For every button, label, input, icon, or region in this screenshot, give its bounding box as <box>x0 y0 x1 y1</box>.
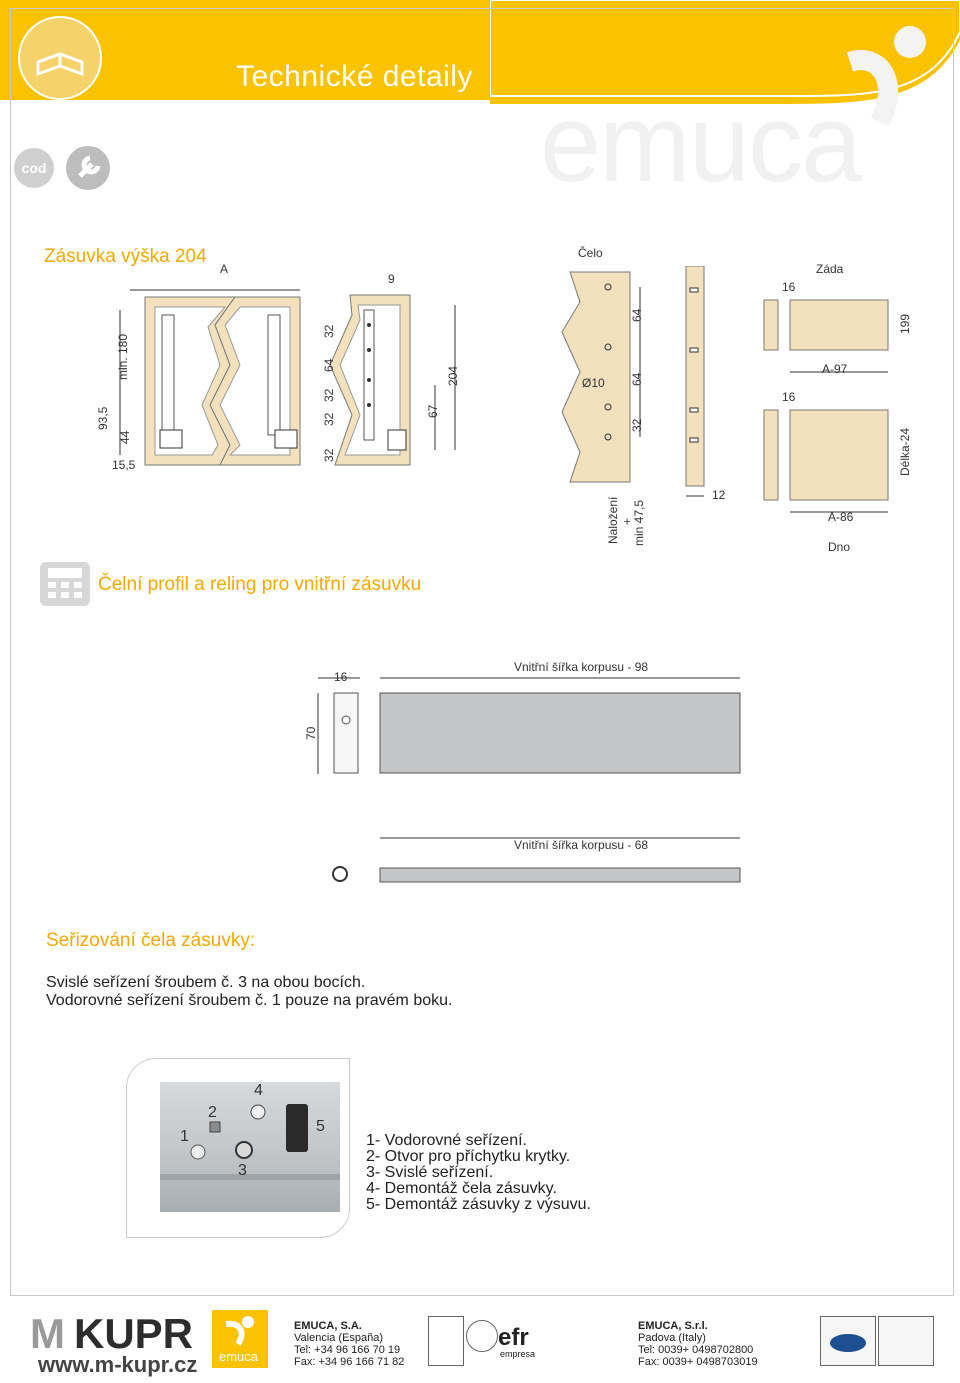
dim-a-86: A-86 <box>828 510 854 524</box>
label-celo: Čelo <box>578 246 603 260</box>
photo-label-4: 4 <box>254 1082 263 1099</box>
srl-city: Padova (Italy) <box>638 1332 706 1344</box>
sa-name: EMUCA, S.A. <box>294 1320 362 1332</box>
drawer-cross-section <box>119 289 456 466</box>
photo-label-5: 5 <box>316 1118 325 1135</box>
photo-label-2: 2 <box>208 1104 217 1121</box>
photo-frame <box>126 1058 350 1238</box>
iqnet-cert-logo <box>466 1320 498 1352</box>
dim-a: A <box>220 262 229 276</box>
sa-fax: Fax: +34 96 166 71 82 <box>294 1356 405 1368</box>
width-label-68: Vnitřní šířka korpusu - 68 <box>514 838 649 852</box>
legend-item-3: 3- Svislé seřízení. <box>366 1164 494 1181</box>
srl-fax: Fax: 0039+ 0498703019 <box>638 1356 758 1368</box>
kupr-logo-text: KUPR <box>74 1310 194 1357</box>
side-panel-drawing <box>685 266 705 497</box>
adjustment-photo <box>160 1082 340 1212</box>
back-bottom-drawing <box>763 299 889 513</box>
kupr-logo-m: M <box>30 1310 65 1357</box>
srl-name: EMUCA, S.r.l. <box>638 1320 708 1332</box>
label-zada: Záda <box>816 262 844 276</box>
label-dno: Dno <box>828 540 851 554</box>
sa-city: Valencia (España) <box>294 1332 384 1344</box>
dim-a-97: A-97 <box>822 362 848 376</box>
calculator-icon <box>40 562 90 606</box>
emuca-logo: emuca <box>212 1310 268 1368</box>
section-title-drawer: Zásuvka výška 204 <box>44 246 207 267</box>
legend-item-5: 5- Demontáž zásuvky z výsuvu. <box>366 1196 591 1213</box>
kupr-url[interactable]: www.m-kupr.cz <box>38 1352 198 1377</box>
photo-label-3: 3 <box>238 1162 247 1179</box>
section-title-adjust: Seřizování čela zásuvky: <box>46 930 256 951</box>
certiquality-logo <box>878 1316 934 1366</box>
front-profile-drawing <box>317 677 741 883</box>
legend-item-1: 1- Vodorovné seřízení. <box>366 1132 527 1149</box>
efr-sub: empresa <box>500 1349 536 1359</box>
page-title: Technické detaily <box>236 60 473 93</box>
emuca-swirl-icon <box>846 26 926 127</box>
photo-label-1: 1 <box>180 1128 189 1145</box>
iso-cert-logo <box>820 1316 876 1366</box>
width-label-98: Vnitřní šířka korpusu - 98 <box>514 660 649 674</box>
brand-title: VANTAGE <box>511 60 650 93</box>
sa-tel: Tel: +34 96 166 70 19 <box>294 1344 401 1356</box>
dim-9: 9 <box>388 272 395 286</box>
legend-item-2: 2- Otvor pro příchytku krytky. <box>366 1148 571 1165</box>
dim-16-b: 16 <box>782 390 796 404</box>
emuca-watermark: emuca <box>540 82 862 205</box>
section-title-profile: Čelní profil a reling pro vnitřní zásuvk… <box>98 574 422 595</box>
dim-12: 12 <box>712 488 726 502</box>
adjust-line-2: Vodorovné seřízení šroubem č. 1 pouze na… <box>46 992 453 1009</box>
dim-16-a: 16 <box>782 280 796 294</box>
aenor-cert-logo <box>428 1316 464 1366</box>
front-panel-drawing <box>561 271 641 483</box>
dim-15-5: 15,5 <box>112 458 136 472</box>
adjust-line-1: Svislé seřízení šroubem č. 3 na obou boc… <box>46 974 366 991</box>
dim-phi10: Ø10 <box>582 376 605 390</box>
efr-logo: efr <box>498 1324 529 1351</box>
book-icon <box>18 16 102 100</box>
cod-badge: cod <box>14 148 54 188</box>
dim-16-profile: 16 <box>334 670 348 684</box>
srl-tel: Tel: 0039+ 0498702800 <box>638 1344 754 1356</box>
page-border <box>10 8 954 1296</box>
legend-item-4: 4- Demontáž čela zásuvky. <box>366 1180 557 1197</box>
wrench-icon <box>66 146 110 190</box>
